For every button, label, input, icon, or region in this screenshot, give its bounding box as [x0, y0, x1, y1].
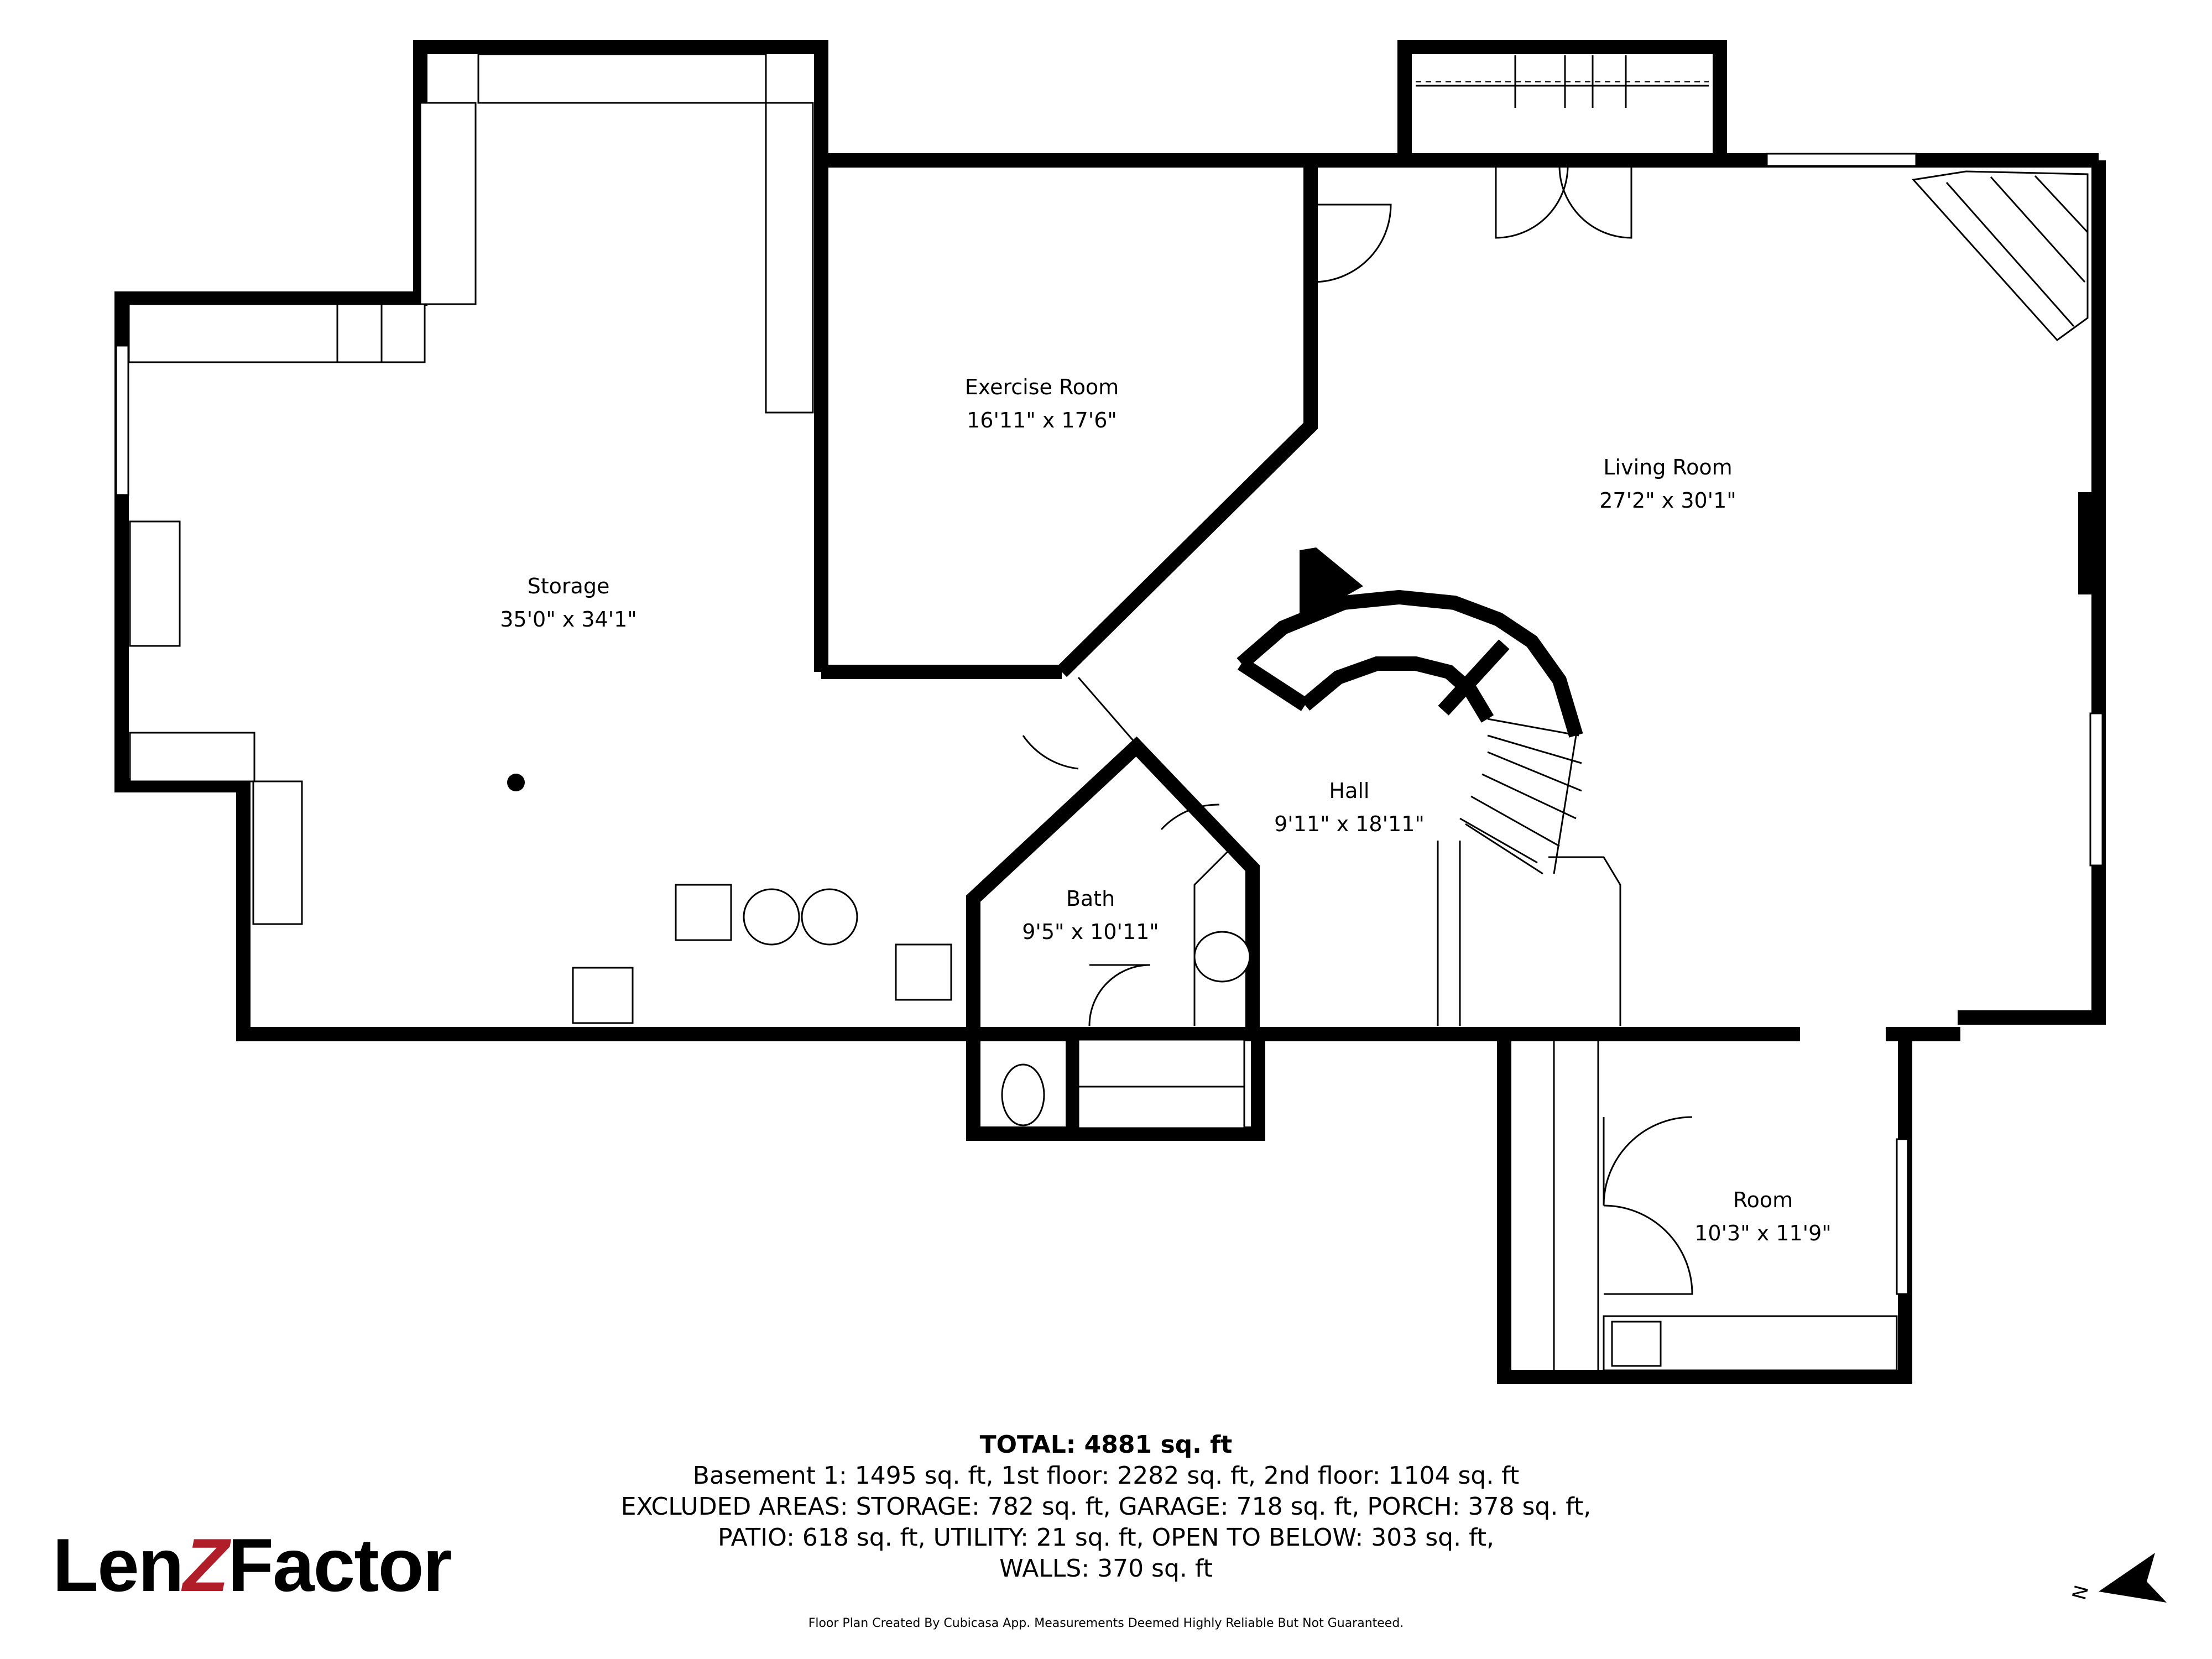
room-dims: 16'11" x 17'6"	[967, 408, 1117, 432]
corner-steps	[1912, 170, 2089, 342]
room-name: Hall	[1329, 779, 1370, 803]
room-label-storage: Storage 35'0" x 34'1"	[500, 570, 637, 636]
room-label-bath: Bath 9'5" x 10'11"	[1022, 882, 1159, 948]
excluded-areas-3: WALLS: 370 sq. ft	[999, 1554, 1213, 1583]
total-area: TOTAL: 4881 sq. ft	[979, 1431, 1233, 1459]
bay-window-walls	[1397, 40, 1727, 160]
room-dims: 27'2" x 30'1"	[1599, 488, 1736, 513]
room-name: Living Room	[1603, 455, 1733, 479]
room-name: Exercise Room	[964, 375, 1119, 399]
room-label-living: Living Room 27'2" x 30'1"	[1599, 451, 1736, 517]
room-name: Room	[1733, 1188, 1793, 1212]
room-label-hall: Hall 9'11" x 18'11"	[1274, 774, 1425, 841]
compass: N	[2068, 1543, 2190, 1620]
room-label-exercise: Exercise Room 16'11" x 17'6"	[965, 371, 1119, 437]
storage-fixtures	[115, 53, 952, 1024]
room-name: Storage	[527, 574, 610, 598]
excluded-areas-2: PATIO: 618 sq. ft, UTILITY: 21 sq. ft, O…	[717, 1524, 1495, 1552]
room-dims: 10'3" x 11'9"	[1694, 1221, 1832, 1245]
disclaimer: Floor Plan Created By Cubicasa App. Meas…	[808, 1616, 1404, 1630]
room-fixtures	[1553, 1040, 1898, 1371]
living-room-walls	[1766, 153, 2106, 1025]
floor-areas: Basement 1: 1495 sq. ft, 1st floor: 2282…	[692, 1462, 1520, 1490]
room-dims: 35'0" x 34'1"	[500, 607, 637, 632]
north-arrow-icon	[2099, 1553, 2167, 1603]
room-dims: 9'5" x 10'11"	[1022, 920, 1159, 944]
logo-text-z: Z	[182, 1523, 229, 1607]
bath-fixtures	[1001, 851, 1251, 1129]
brand-logo: LenZFactor	[53, 1523, 452, 1607]
logo-text-len: Len	[53, 1523, 184, 1607]
room-dims: 9'11" x 18'11"	[1274, 812, 1425, 836]
excluded-areas-1: EXCLUDED AREAS: STORAGE: 782 sq. ft, GAR…	[620, 1493, 1592, 1521]
storage-walls	[114, 40, 1062, 1041]
doors	[1022, 165, 1909, 1295]
logo-text-factor: Factor	[227, 1523, 452, 1607]
room-label-room: Room 10'3" x 11'9"	[1694, 1183, 1832, 1250]
area-summary: TOTAL: 4881 sq. ft Basement 1: 1495 sq. …	[621, 1430, 1592, 1630]
spiral-staircase	[1237, 547, 1621, 1026]
room-name: Bath	[1066, 886, 1115, 911]
